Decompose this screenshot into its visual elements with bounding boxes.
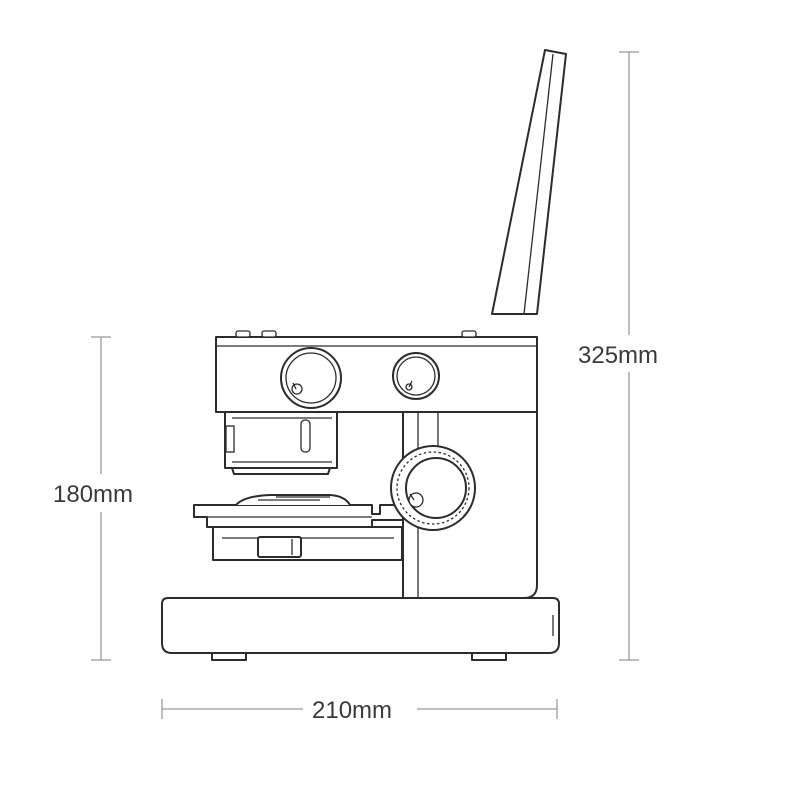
coarse-focus-knob <box>390 445 476 531</box>
dimension-body-height: 180mm <box>53 336 133 661</box>
stage-support <box>212 526 403 561</box>
total-height-label: 325mm <box>578 342 658 369</box>
width-label: 210mm <box>312 697 392 724</box>
light-knob-icon <box>392 352 440 400</box>
microscope-drawing <box>161 49 567 661</box>
display-screen <box>491 49 567 315</box>
focus-knob-left-icon <box>280 347 342 409</box>
objective-lens <box>224 411 338 475</box>
dimension-width: 210mm <box>161 697 558 724</box>
body-height-label: 180mm <box>53 481 133 508</box>
microscope-base <box>161 597 560 654</box>
microscope-head <box>215 330 538 413</box>
specimen-stage <box>193 494 404 528</box>
dimension-total-height: 325mm <box>578 51 658 661</box>
